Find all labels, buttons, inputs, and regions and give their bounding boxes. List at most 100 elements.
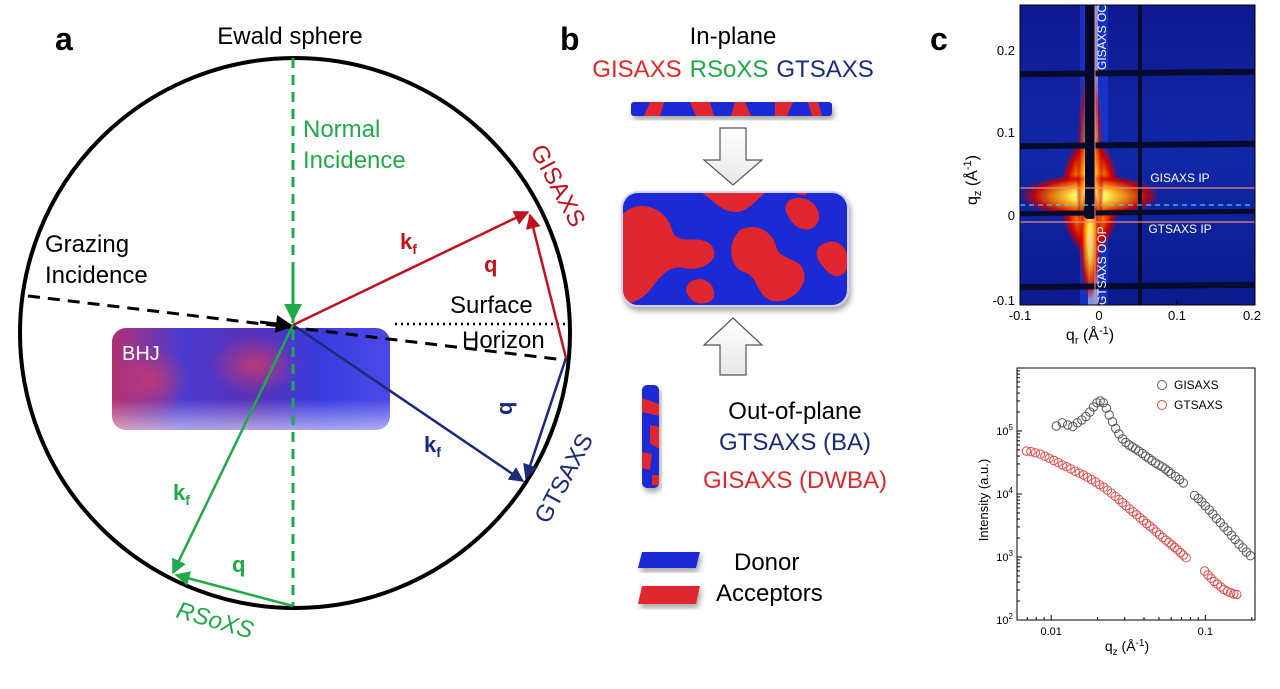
legend-gisaxs-marker [1157, 380, 1167, 390]
map-ytick: 0 [1008, 208, 1015, 223]
map-xlabel: qr (Å-1) [1066, 325, 1114, 347]
gtsaxs-data-point [1232, 589, 1242, 600]
outofplane-method-ba: GTSAXS (BA) [719, 429, 871, 456]
gisaxs-kf-arrow [292, 210, 530, 327]
gisaxs-data-point [1178, 478, 1189, 488]
gtsaxs-data-point [1026, 447, 1036, 457]
plot-ytick-label: 102 [996, 612, 1013, 627]
map-xticks: -0.1 0 0.1 0.2 [1009, 300, 1261, 323]
grazing-incidence-label-1: Grazing [45, 231, 129, 258]
grazing-incidence-arrowhead [259, 315, 294, 333]
gisaxs-data-point [1137, 448, 1148, 459]
gtsaxs-data-point [1035, 449, 1046, 459]
gtsaxs-oop-label: GTSAXS OOP [1095, 226, 1109, 305]
inplane-title: In-plane [690, 23, 777, 50]
gtsaxs-data-point [1131, 510, 1142, 520]
panel-a-letter: a [55, 21, 73, 57]
legend-gtsaxs-marker [1157, 400, 1167, 410]
gtsaxs-data-point [1114, 494, 1124, 505]
gtsaxs-data-point [1178, 550, 1189, 560]
gisaxs-data-point [1245, 551, 1256, 561]
gtsaxs-data-point [1138, 515, 1149, 526]
donor-label: Donor [734, 549, 799, 576]
panel-c-map: c GISAXS OOP G [930, 0, 1261, 347]
plot-ytick-label: 104 [996, 486, 1013, 501]
gisaxs-data-point [1114, 429, 1124, 439]
gisaxs-kf-label: kf [400, 229, 417, 257]
down-hollow-arrow [702, 127, 764, 186]
gisaxs-data-point [1157, 462, 1167, 472]
outofplane-title: Out-of-plane [728, 398, 861, 425]
legend-donor: Donor [638, 549, 799, 576]
normal-incidence-label-1: Normal [303, 116, 380, 143]
ewald-sphere-circle [18, 56, 572, 610]
gtsaxs-data-point [1135, 513, 1145, 523]
gisaxs-data-point [1098, 398, 1109, 408]
gisaxs-oop-label: GISAXS OOP [1095, 0, 1109, 70]
gtsaxs-data-point [1216, 582, 1226, 592]
gtsaxs-data-point [1121, 501, 1131, 511]
gtsaxs-data-point [1175, 547, 1186, 558]
gisaxs-data-point [1101, 403, 1112, 413]
plot-xtick-label: 0.01 [1040, 626, 1061, 638]
gtsaxs-data-point [1181, 553, 1191, 563]
plot-legend: GISAXS GTSAXS [1157, 378, 1223, 412]
gtsaxs-data-point [1074, 468, 1084, 478]
gtsaxs-data-point [1229, 589, 1239, 599]
gisaxs-q-arrow [526, 213, 568, 359]
gisaxs-data-point [1057, 418, 1068, 428]
morphology-slab [621, 191, 849, 307]
gtsaxs-data-point [1212, 579, 1223, 589]
gtsaxs-data-point [1170, 542, 1180, 553]
gisaxs-data-point [1160, 464, 1171, 474]
gisaxs-label: GISAXS [525, 140, 591, 232]
gtsaxs-data-point [1128, 507, 1138, 517]
gtsaxs-ip-label: GTSAXS IP [1148, 222, 1211, 236]
gtsaxs-q-label: q [492, 402, 517, 415]
grazing-incidence-label-2: Incidence [45, 262, 148, 289]
scattering-map: GISAXS OOP GISAXS IP GTSAXS IP GTSAXS OO… [1020, 0, 1255, 305]
legend-gtsaxs-label: GTSAXS [1174, 398, 1223, 412]
gisaxs-data-point [1117, 434, 1128, 444]
inplane-thin-film [631, 102, 832, 116]
ewald-sphere-label: Ewald sphere [217, 23, 362, 50]
plot-ylabel: Intensity (a.u.) [976, 459, 991, 541]
gtsaxs-data-point [1145, 521, 1155, 531]
gisaxs-data-point [1063, 420, 1073, 430]
gisaxs-data-point [1144, 453, 1154, 463]
panel-b-letter: b [560, 21, 580, 57]
plot-ytick-label: 105 [996, 423, 1013, 438]
gtsaxs-data-point [1164, 537, 1174, 548]
surface-horizon-label-2: Horizon [462, 327, 545, 354]
gtsaxs-data-point [1125, 504, 1135, 514]
normal-incidence-label-2: Incidence [303, 147, 406, 174]
gisaxs-q-label: q [484, 252, 497, 277]
map-xtick: -0.1 [1009, 308, 1031, 323]
rsoxs-q-arrow [174, 571, 294, 608]
map-ytick: 0.2 [997, 43, 1015, 58]
plot-ytick-label: 103 [996, 549, 1013, 564]
gtsaxs-kf-label: kf [424, 432, 441, 460]
legend-acceptors: Acceptors [638, 580, 823, 607]
gtsaxs-data-point [1117, 497, 1128, 508]
gtsaxs-kf-arrow [292, 323, 525, 483]
acceptors-label: Acceptors [716, 580, 823, 607]
gtsaxs-data-point [1030, 448, 1041, 458]
gtsaxs-data-point [1044, 453, 1054, 463]
plot-points [1021, 396, 1256, 600]
map-yticks: 0.2 0.1 0 -0.1 [993, 43, 1015, 308]
gtsaxs-data-point [1209, 576, 1219, 587]
gtsaxs-data-point [1070, 466, 1080, 476]
outofplane-method-dwba: GISAXS (DWBA) [703, 467, 887, 494]
gisaxs-data-point [1163, 466, 1174, 476]
panel-a: a Ewald sphere BHJ Normal Incidence Graz… [18, 21, 599, 644]
gtsaxs-data-point [1161, 535, 1171, 545]
up-hollow-arrow [702, 317, 764, 376]
gisaxs-data-point [1121, 437, 1131, 448]
gtsaxs-data-point [1172, 545, 1183, 555]
map-ylabel: qz (Å-1) [962, 155, 984, 205]
